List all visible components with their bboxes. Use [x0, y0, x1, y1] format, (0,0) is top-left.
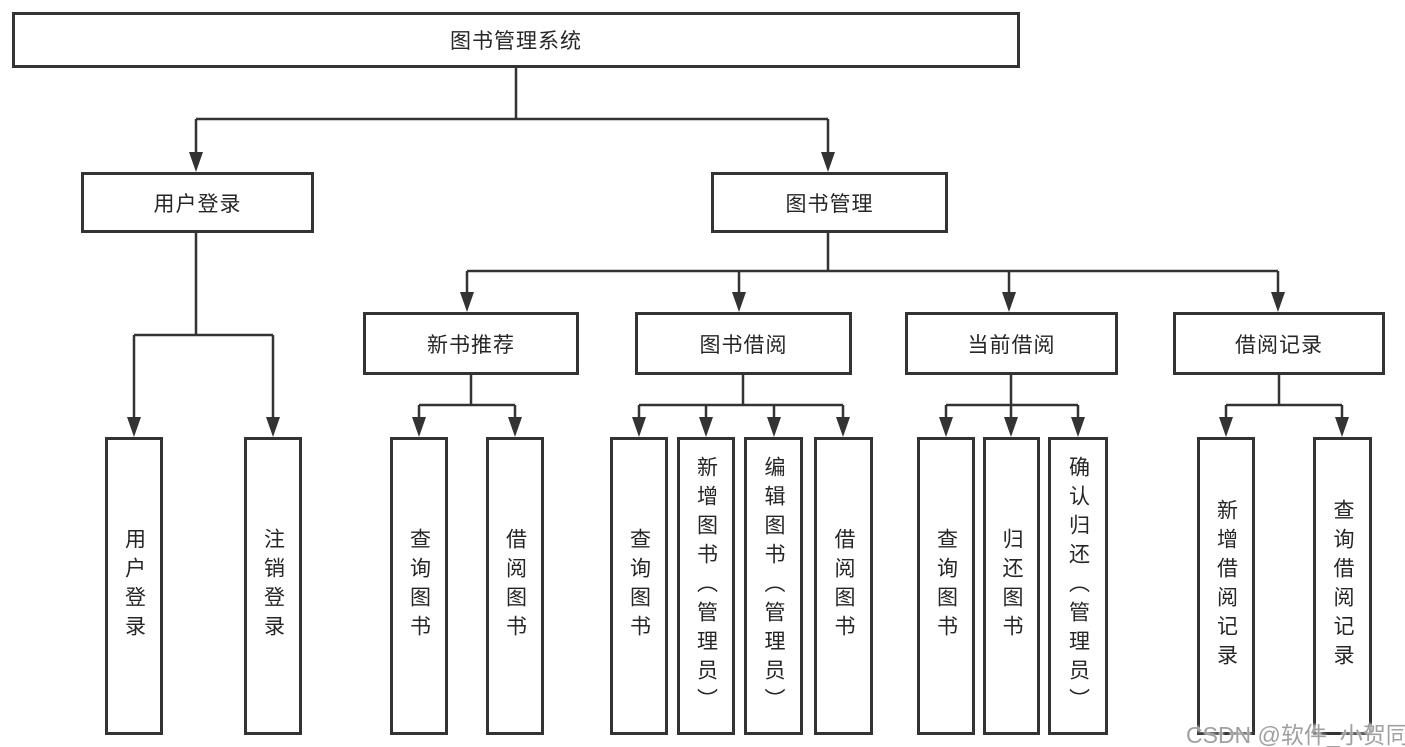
- leaf-borrow-books: 借阅图书: [814, 437, 873, 735]
- node-user-login-label: 用户登录: [153, 192, 242, 216]
- leaf-edit-book-admin: 编辑图书（管理员）: [744, 437, 803, 735]
- node-root-label: 图书管理系统: [450, 30, 582, 53]
- leaf-query-books-recommend: 查询图书: [390, 437, 448, 735]
- leaf-query-borrow-record: 查询借阅记录: [1313, 437, 1372, 735]
- csdn-watermark: CSDN @软件_小贺同学: [1186, 722, 1405, 747]
- leaf-logout: 注销登录: [244, 437, 302, 735]
- leaf-confirm-return-admin: 确认归还（管理员）: [1048, 437, 1108, 735]
- node-borrow-records-label: 借阅记录: [1235, 333, 1323, 357]
- node-book-borrow: 图书借阅: [635, 312, 852, 375]
- leaf-query-books-current: 查询图书: [917, 437, 975, 735]
- node-root: 图书管理系统: [12, 12, 1020, 68]
- node-new-book-recommend-label: 新书推荐: [427, 333, 515, 357]
- leaf-add-book-admin: 新增图书（管理员）: [677, 437, 735, 735]
- leaf-add-borrow-record: 新增借阅记录: [1197, 437, 1255, 735]
- node-book-management-label: 图书管理: [785, 192, 874, 216]
- node-new-book-recommend: 新书推荐: [363, 312, 579, 375]
- node-user-login: 用户登录: [81, 172, 314, 233]
- leaf-borrow-books-recommend: 借阅图书: [486, 437, 544, 735]
- node-current-borrow: 当前借阅: [905, 312, 1118, 375]
- leaf-query-books-borrow: 查询图书: [610, 437, 668, 735]
- node-current-borrow-label: 当前借阅: [967, 333, 1056, 357]
- node-book-borrow-label: 图书借阅: [699, 333, 788, 357]
- node-book-management: 图书管理: [711, 172, 948, 233]
- node-borrow-records: 借阅记录: [1173, 312, 1385, 375]
- leaf-user-login: 用户登录: [105, 437, 163, 735]
- leaf-return-book: 归还图书: [983, 437, 1040, 735]
